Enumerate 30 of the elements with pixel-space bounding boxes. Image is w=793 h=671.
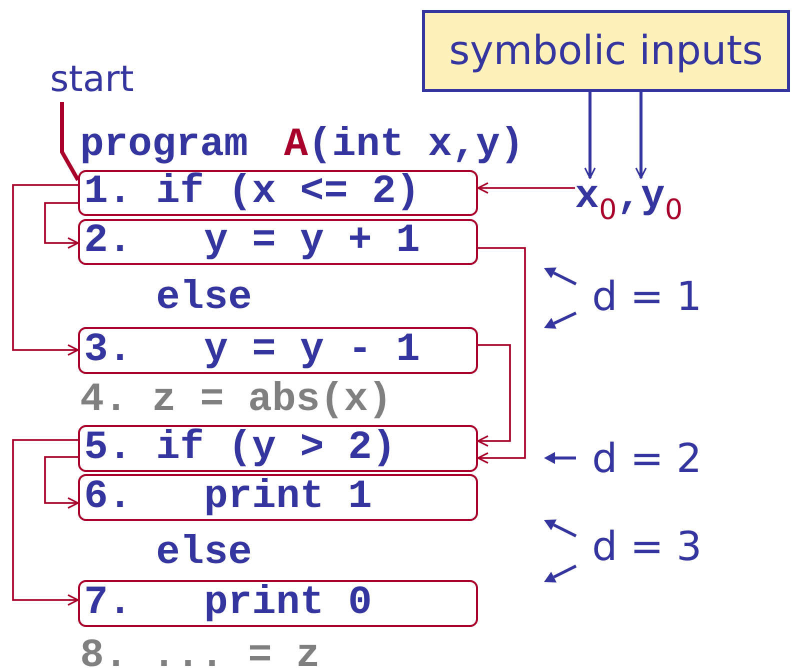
code-text: (int x,y)	[308, 126, 524, 166]
box-title: symbolic inputs	[448, 31, 763, 71]
depth-label: d = 2	[592, 439, 702, 479]
code-line: 6. print 1	[84, 478, 372, 518]
symbolic-values: x$_{0}$,y$_{0}$	[575, 178, 683, 224]
arrow	[584, 92, 596, 179]
code-line: 1. if (x <= 2)	[84, 173, 420, 213]
code-line: 3. y = y - 1	[84, 330, 420, 370]
code-text: 4. z = abs(x)	[80, 381, 392, 421]
arrow	[477, 247, 526, 464]
connector-line	[60, 102, 80, 181]
depth-label: d = 1	[592, 277, 702, 317]
code-text: else	[156, 534, 252, 574]
arrow	[12, 184, 79, 356]
code-text: A	[284, 126, 308, 166]
code-line: 5. if (y > 2)	[84, 428, 396, 468]
code-text: else	[156, 279, 252, 319]
start-label: start	[50, 62, 134, 98]
arrow	[477, 182, 575, 194]
arrow	[477, 344, 511, 447]
code-line: 2. y = y + 1	[84, 222, 420, 262]
arrow	[44, 456, 79, 509]
code-line: 7. print 0	[84, 584, 372, 624]
code-text: 8. ... = z	[80, 637, 320, 671]
arrow	[12, 439, 79, 606]
arrow	[44, 202, 79, 249]
depth-label: d = 3	[592, 527, 702, 567]
arrow	[635, 92, 647, 179]
code-text: program	[80, 126, 248, 166]
inputs-box	[422, 10, 790, 92]
